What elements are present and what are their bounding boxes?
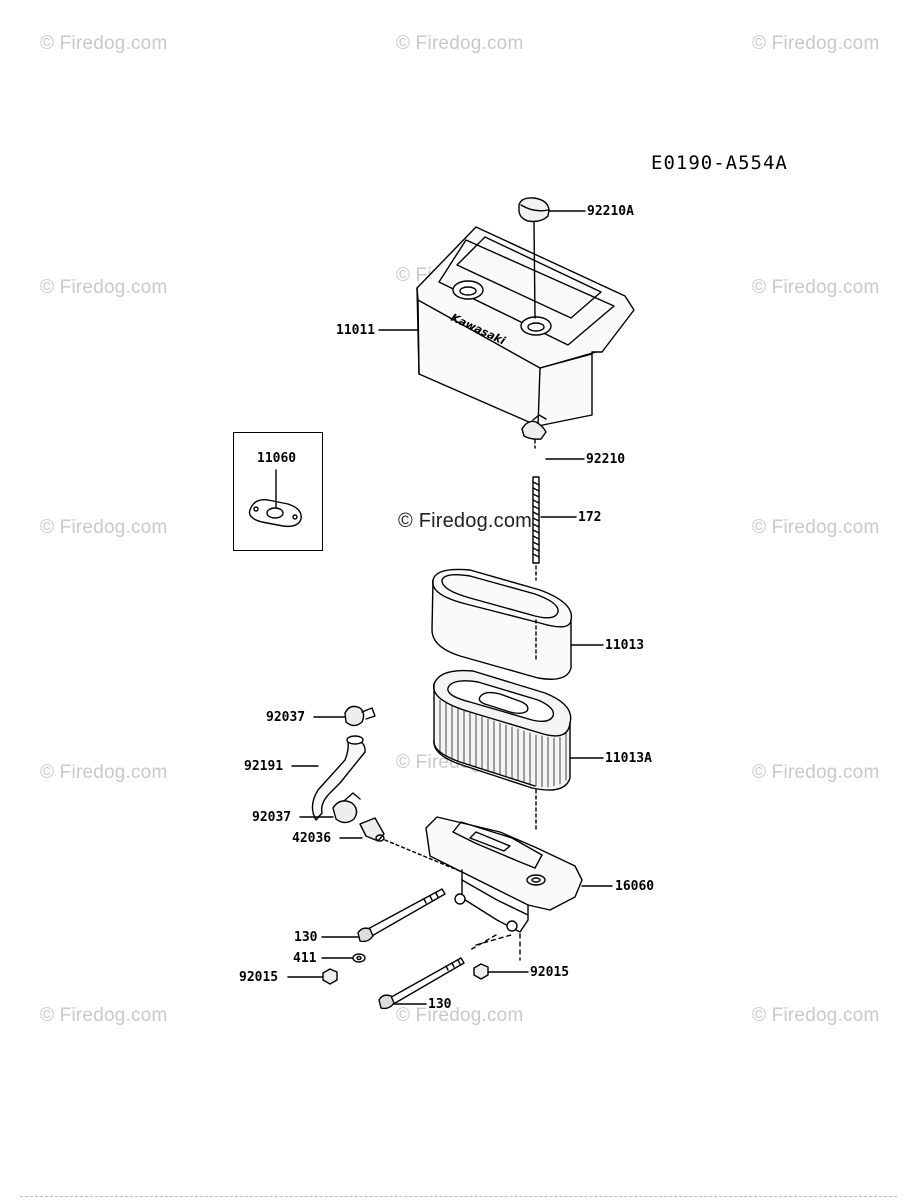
label-92015-right: 92015 xyxy=(530,965,570,980)
watermark: © Firedog.com xyxy=(752,277,880,298)
label-92037-top: 92037 xyxy=(266,710,306,725)
watermark: © Firedog.com xyxy=(40,33,168,54)
label-42036: 42036 xyxy=(292,831,332,846)
washer-411 xyxy=(321,953,366,963)
stud-172 xyxy=(532,476,577,581)
filter-element-11013A xyxy=(432,669,604,831)
label-130-upper: 130 xyxy=(294,930,318,945)
fitting-42036 xyxy=(339,817,463,873)
watermark: © Firedog.com xyxy=(752,1005,880,1026)
bolt-130-lower xyxy=(378,957,465,1010)
label-411: 411 xyxy=(293,951,317,966)
label-92210A: 92210A xyxy=(587,204,634,219)
label-11060: 11060 xyxy=(257,451,297,466)
bolt-130-upper xyxy=(321,888,446,943)
watermark: © Firedog.com xyxy=(40,762,168,783)
watermark: © Firedog.com xyxy=(752,33,880,54)
watermark: © Firedog.com xyxy=(40,517,168,538)
watermark: © Firedog.com xyxy=(40,277,168,298)
label-11013: 11013 xyxy=(605,638,645,653)
gasket-11060 xyxy=(248,469,302,528)
label-92210: 92210 xyxy=(586,452,626,467)
watermark: © Firedog.com xyxy=(752,517,880,538)
wing-nut-92210 xyxy=(521,414,585,460)
cap-nut-92210A xyxy=(518,197,586,223)
watermark: © Firedog.com xyxy=(396,1005,524,1026)
center-watermark: © Firedog.com xyxy=(398,510,533,532)
bottom-rule xyxy=(20,1196,897,1198)
watermark: © Firedog.com xyxy=(396,33,524,54)
nut-92015-right xyxy=(473,963,529,980)
label-92191: 92191 xyxy=(244,759,284,774)
inset-box-gasket xyxy=(233,432,323,551)
watermark: © Firedog.com xyxy=(40,1005,168,1026)
label-16060: 16060 xyxy=(615,879,655,894)
clamp-92037-top xyxy=(313,705,376,727)
label-11013A: 11013A xyxy=(605,751,652,766)
label-172: 172 xyxy=(578,510,602,525)
clamp-92037-bottom xyxy=(299,792,361,824)
label-92015-left: 92015 xyxy=(239,970,279,985)
base-plate-16060 xyxy=(425,816,613,933)
diagram-code: E0190-A554A xyxy=(651,152,788,174)
air-cleaner-cover-11011 xyxy=(378,221,635,427)
watermark: © Firedog.com xyxy=(752,762,880,783)
label-130-lower: 130 xyxy=(428,997,452,1012)
pre-cleaner-11013 xyxy=(431,568,604,680)
label-92037-bottom: 92037 xyxy=(252,810,292,825)
label-11011: 11011 xyxy=(336,323,376,338)
nut-92015-left xyxy=(287,968,338,985)
